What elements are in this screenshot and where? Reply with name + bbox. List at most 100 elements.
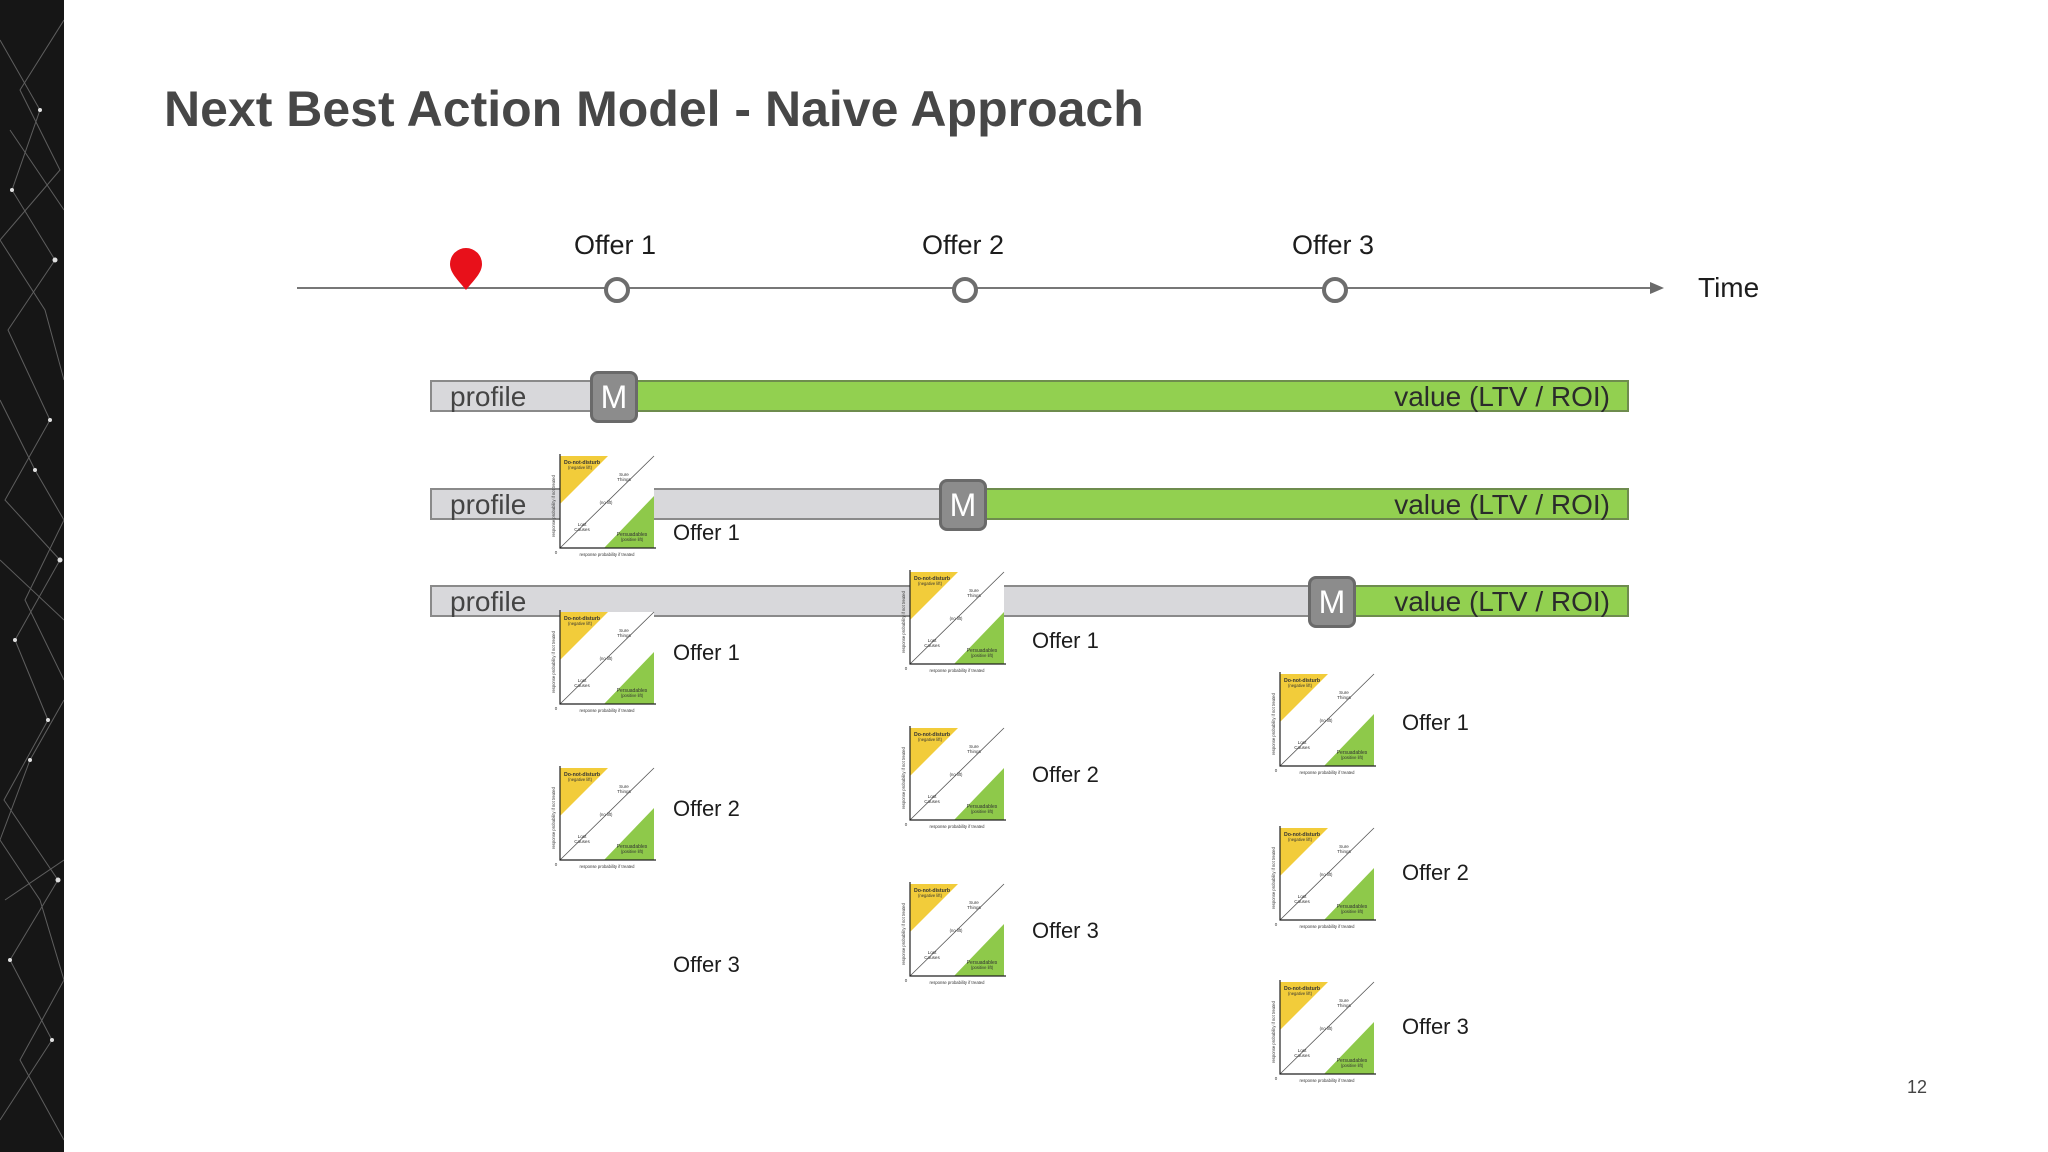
svg-text:response probability if not tr: response probability if not treated <box>901 902 906 965</box>
model-3-offer-2-label: Offer 2 <box>1032 762 1099 787</box>
time-axis-arrowhead <box>1650 282 1664 294</box>
svg-text:Causes: Causes <box>924 955 940 960</box>
svg-text:(negative lift): (negative lift) <box>1288 991 1313 996</box>
svg-text:Sure: Sure <box>969 588 979 593</box>
svg-text:Causes: Causes <box>1294 899 1310 904</box>
svg-text:Persuadables: Persuadables <box>617 532 648 538</box>
svg-text:Sure: Sure <box>1339 998 1349 1003</box>
svg-text:Do-not-disturb: Do-not-disturb <box>1284 678 1320 684</box>
svg-text:Things: Things <box>1337 1003 1351 1008</box>
svg-text:0: 0 <box>555 550 558 555</box>
timeline-offer-1-marker <box>604 277 630 303</box>
svg-text:response probability if treate: response probability if treated <box>580 552 636 557</box>
svg-text:Persuadables: Persuadables <box>1337 750 1368 756</box>
svg-text:response probability if not tr: response probability if not treated <box>551 630 556 693</box>
svg-text:Sure: Sure <box>969 744 979 749</box>
svg-text:Do-not-disturb: Do-not-disturb <box>564 460 600 466</box>
profile-bar-1 <box>430 380 615 412</box>
model-box-1: M <box>590 371 638 423</box>
svg-text:response probability if treate: response probability if treated <box>930 668 986 673</box>
uplift-chart-m3-o1: Do-not-disturb(negative lift)SureThings(… <box>1271 672 1376 775</box>
profile-label-2: profile <box>450 489 527 520</box>
svg-text:Do-not-disturb: Do-not-disturb <box>1284 986 1320 992</box>
value-label-2: value (LTV / ROI) <box>1394 489 1610 520</box>
model-3b-offer-3-label: Offer 3 <box>1402 1014 1469 1039</box>
svg-text:Persuadables: Persuadables <box>967 960 998 966</box>
svg-text:Sure: Sure <box>619 628 629 633</box>
svg-text:Sure: Sure <box>619 472 629 477</box>
svg-text:(positive lift): (positive lift) <box>621 693 644 698</box>
svg-text:response probability if not tr: response probability if not treated <box>1271 846 1276 909</box>
page-number: 12 <box>1907 1077 1928 1097</box>
svg-text:Things: Things <box>967 593 981 598</box>
svg-text:0: 0 <box>1275 768 1278 773</box>
timeline-offer-1-label: Offer 1 <box>573 230 657 260</box>
svg-text:(positive lift): (positive lift) <box>1341 755 1364 760</box>
uplift-chart-m1-o1: Do-not-disturb(negative lift)SureThings(… <box>551 454 656 557</box>
svg-text:(negative lift): (negative lift) <box>918 581 943 586</box>
model-3b-offer-2-label: Offer 2 <box>1402 860 1469 885</box>
svg-text:response probability if not tr: response probability if not treated <box>901 746 906 809</box>
profile-label-1: profile <box>450 381 527 412</box>
profile-bar-2 <box>430 488 965 520</box>
svg-text:Lost: Lost <box>1298 1048 1307 1053</box>
svg-text:Lost: Lost <box>578 522 587 527</box>
svg-text:Things: Things <box>967 749 981 754</box>
svg-text:(no lift): (no lift) <box>600 656 613 661</box>
svg-text:Persuadables: Persuadables <box>967 804 998 810</box>
svg-text:response probability if not tr: response probability if not treated <box>901 590 906 653</box>
svg-text:(negative lift): (negative lift) <box>1288 683 1313 688</box>
svg-text:Lost: Lost <box>928 638 937 643</box>
timeline-offer-2-label: Offer 2 <box>921 230 1005 260</box>
svg-text:(negative lift): (negative lift) <box>568 777 593 782</box>
svg-text:0: 0 <box>555 862 558 867</box>
svg-text:response probability if not tr: response probability if not treated <box>551 786 556 849</box>
svg-text:(positive lift): (positive lift) <box>1341 909 1364 914</box>
svg-text:Lost: Lost <box>928 950 937 955</box>
svg-text:Persuadables: Persuadables <box>967 648 998 654</box>
value-label-3: value (LTV / ROI) <box>1394 586 1610 617</box>
svg-text:Do-not-disturb: Do-not-disturb <box>914 732 950 738</box>
model-box-2: M <box>939 479 987 531</box>
timeline-offer-3-marker <box>1322 277 1348 303</box>
svg-text:(negative lift): (negative lift) <box>918 737 943 742</box>
svg-text:(negative lift): (negative lift) <box>1288 837 1313 842</box>
svg-text:(negative lift): (negative lift) <box>918 893 943 898</box>
svg-text:Things: Things <box>1337 695 1351 700</box>
svg-text:0: 0 <box>555 706 558 711</box>
svg-text:(positive lift): (positive lift) <box>971 965 994 970</box>
svg-text:(positive lift): (positive lift) <box>621 849 644 854</box>
svg-text:(no lift): (no lift) <box>950 928 963 933</box>
svg-text:Persuadables: Persuadables <box>617 688 648 694</box>
uplift-chart-m2-o3: Do-not-disturb(negative lift)SureThings(… <box>901 882 1006 985</box>
svg-text:Persuadables: Persuadables <box>1337 1058 1368 1064</box>
svg-text:Persuadables: Persuadables <box>1337 904 1368 910</box>
profile-bar-3 <box>430 585 1335 617</box>
svg-text:(no lift): (no lift) <box>600 500 613 505</box>
profile-label-3: profile <box>450 586 527 617</box>
svg-text:response probability if treate: response probability if treated <box>1300 924 1356 929</box>
model-2-offer-3-label: Offer 3 <box>673 952 740 977</box>
svg-text:Lost: Lost <box>578 834 587 839</box>
svg-text:Causes: Causes <box>574 839 590 844</box>
model-2-offer-1-label: Offer 1 <box>673 640 740 665</box>
svg-text:response probability if not tr: response probability if not treated <box>551 474 556 537</box>
svg-text:0: 0 <box>1275 1076 1278 1081</box>
svg-text:0: 0 <box>905 978 908 983</box>
svg-text:Causes: Causes <box>924 799 940 804</box>
svg-text:(no lift): (no lift) <box>1320 1026 1333 1031</box>
svg-text:Do-not-disturb: Do-not-disturb <box>564 772 600 778</box>
svg-text:Lost: Lost <box>1298 894 1307 899</box>
svg-text:Sure: Sure <box>619 784 629 789</box>
svg-text:Sure: Sure <box>1339 844 1349 849</box>
svg-text:Persuadables: Persuadables <box>617 844 648 850</box>
model-2-offer-2-label: Offer 2 <box>673 796 740 821</box>
svg-text:(negative lift): (negative lift) <box>568 621 593 626</box>
value-label-1: value (LTV / ROI) <box>1394 381 1610 412</box>
svg-text:(positive lift): (positive lift) <box>971 653 994 658</box>
model-3b-offer-1-label: Offer 1 <box>1402 710 1469 735</box>
svg-text:Things: Things <box>617 789 631 794</box>
svg-text:response probability if treate: response probability if treated <box>580 864 636 869</box>
svg-text:Causes: Causes <box>1294 745 1310 750</box>
